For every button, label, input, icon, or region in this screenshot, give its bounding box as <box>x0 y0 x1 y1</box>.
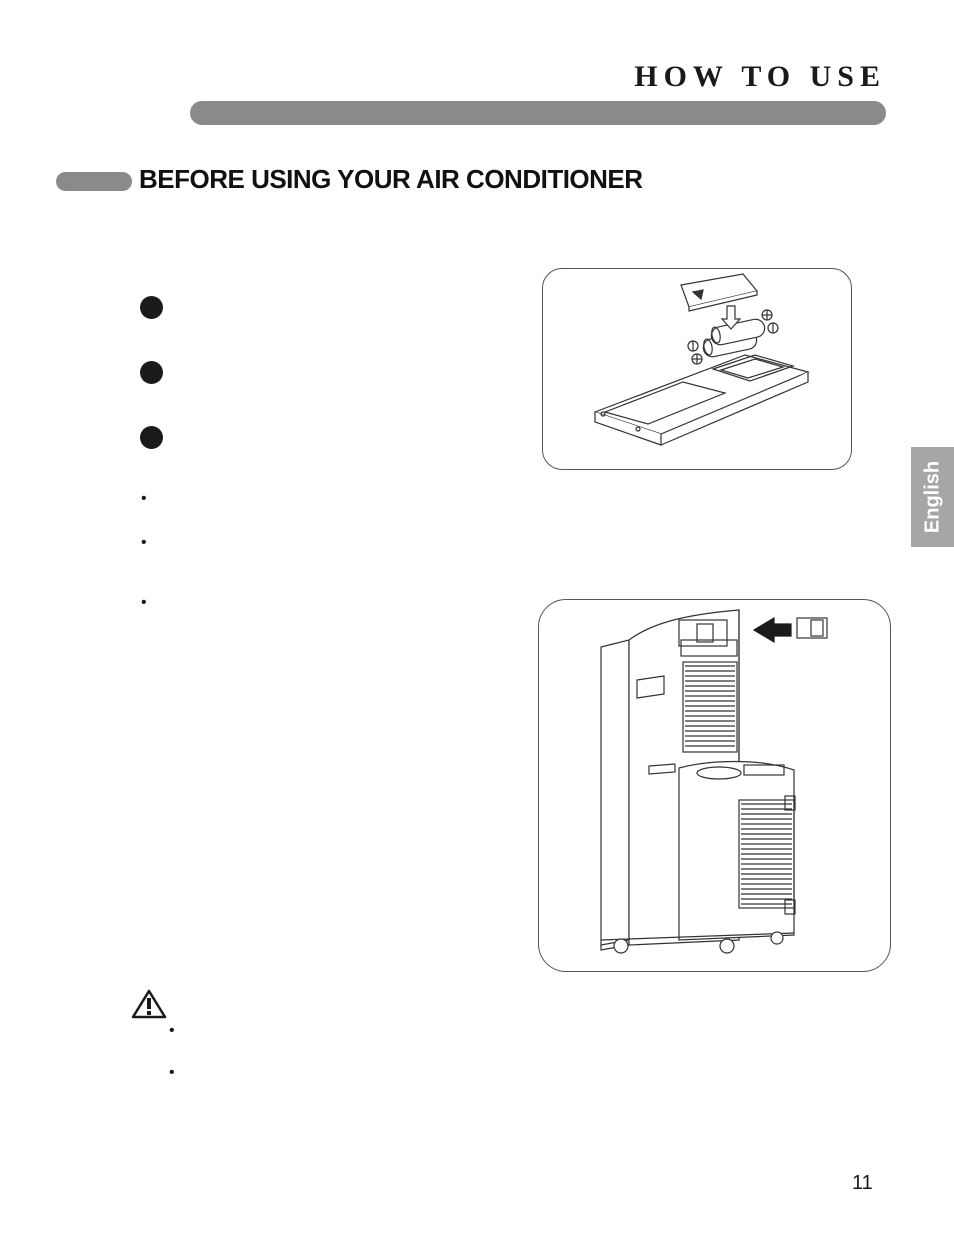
step-marker-2 <box>140 361 163 384</box>
step-marker-3 <box>140 426 163 449</box>
header-bar <box>190 101 886 125</box>
caution-bullet-1: • <box>169 1022 175 1039</box>
language-tab: English <box>911 447 954 547</box>
caution-bullet-2: • <box>169 1064 175 1081</box>
section-title: BEFORE USING YOUR AIR CONDITIONER <box>139 164 643 194</box>
warning-triangle-icon <box>131 989 167 1024</box>
remote-battery-figure <box>542 268 852 470</box>
bullet-2: • <box>141 534 147 551</box>
section-pill <box>56 172 132 191</box>
step-marker-1 <box>140 296 163 319</box>
bullet-3: • <box>141 594 147 611</box>
page-number: 11 <box>852 1172 873 1194</box>
language-tab-label: English <box>921 460 943 534</box>
air-conditioner-figure <box>538 599 891 972</box>
bullet-1: • <box>141 490 147 507</box>
header-title: HOW TO USE <box>634 60 886 93</box>
